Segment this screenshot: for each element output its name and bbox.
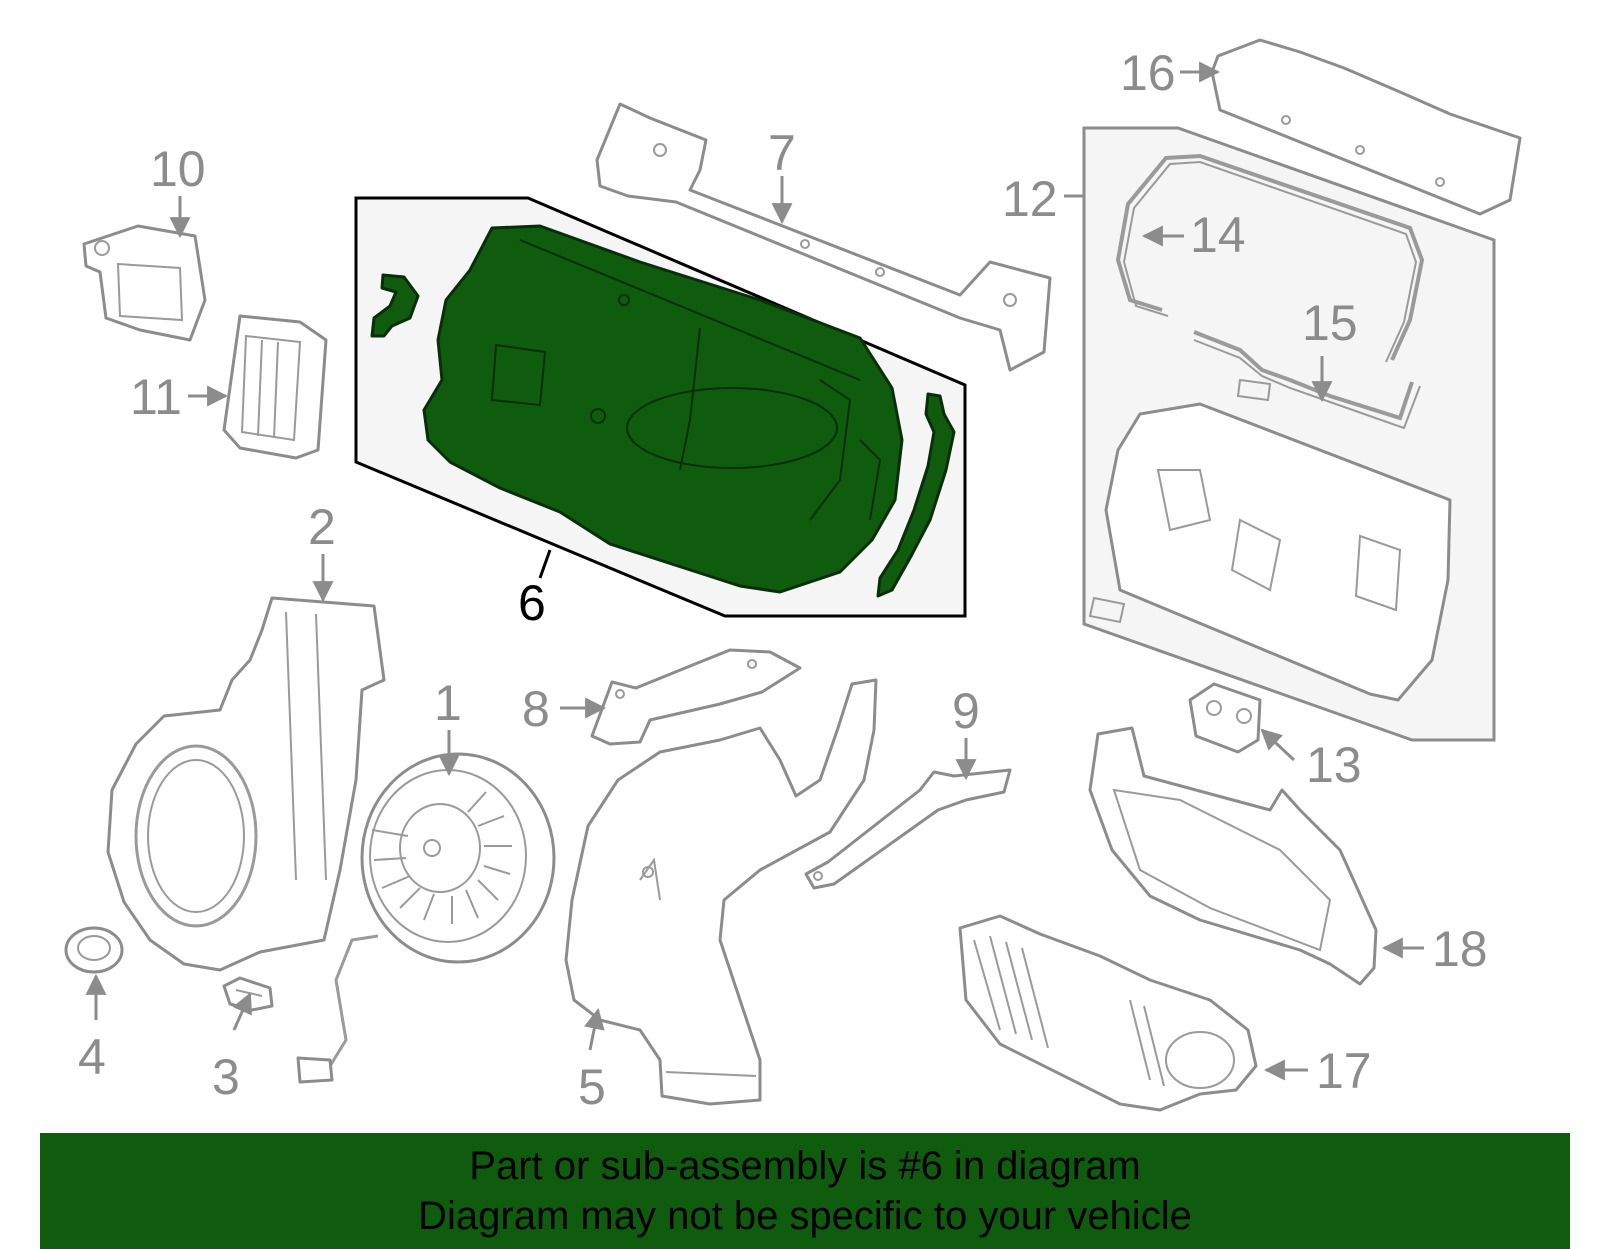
callout-10[interactable]: 10 xyxy=(150,141,206,197)
part-9-bracket[interactable] xyxy=(804,768,1012,890)
callout-8[interactable]: 8 xyxy=(522,681,550,737)
part-2-blower-housing[interactable] xyxy=(106,596,386,972)
callout-labels: 1 2 3 4 5 6 7 8 9 10 11 12 13 14 15 16 1… xyxy=(78,45,1488,1115)
part-11-filter[interactable] xyxy=(222,314,328,460)
part-6-seal-right[interactable] xyxy=(876,392,956,598)
part-6-housing[interactable] xyxy=(422,224,904,594)
callout-2[interactable]: 2 xyxy=(308,499,336,555)
callout-arrows xyxy=(85,61,1424,1081)
callout-4[interactable]: 4 xyxy=(78,1029,106,1085)
info-banner: Part or sub-assembly is #6 in diagram Di… xyxy=(40,1133,1570,1249)
part-3-screw[interactable] xyxy=(222,976,274,1012)
part-6-group[interactable] xyxy=(354,196,967,618)
part-15-seal[interactable] xyxy=(1193,330,1421,430)
callout-7[interactable]: 7 xyxy=(768,125,796,181)
callout-5[interactable]: 5 xyxy=(578,1059,606,1115)
callout-11[interactable]: 11 xyxy=(130,369,182,425)
part-4-grommet[interactable] xyxy=(64,926,124,974)
callout-14[interactable]: 14 xyxy=(1190,207,1246,263)
callout-16[interactable]: 16 xyxy=(1120,45,1176,101)
part-5-duct[interactable] xyxy=(564,678,878,1106)
callout-13[interactable]: 13 xyxy=(1306,737,1362,793)
callout-6[interactable]: 6 xyxy=(518,575,546,631)
callout-9[interactable]: 9 xyxy=(952,683,980,739)
part-18-case[interactable] xyxy=(1088,726,1378,986)
part-7-bracket[interactable] xyxy=(595,102,1052,372)
callout-15[interactable]: 15 xyxy=(1302,295,1358,351)
banner-line-2: Diagram may not be specific to your vehi… xyxy=(418,1194,1192,1238)
banner-line-1: Part or sub-assembly is #6 in diagram xyxy=(469,1144,1141,1188)
part-12-panel[interactable] xyxy=(1082,126,1496,742)
callout-18[interactable]: 18 xyxy=(1432,921,1488,977)
part-8-bracket[interactable] xyxy=(590,648,802,746)
callout-17[interactable]: 17 xyxy=(1316,1043,1372,1099)
part-13-mount[interactable] xyxy=(1188,682,1262,754)
part-14-seal[interactable] xyxy=(1115,153,1425,363)
part-6-details xyxy=(490,239,882,521)
part-10-module[interactable] xyxy=(82,224,207,342)
part-17-heater-core[interactable] xyxy=(958,914,1258,1112)
part-6-duct-left[interactable] xyxy=(370,273,420,338)
callout-3[interactable]: 3 xyxy=(212,1049,240,1105)
part-16-bracket[interactable] xyxy=(1210,38,1522,216)
part-1-blower-motor[interactable] xyxy=(296,752,556,1084)
callout-12[interactable]: 12 xyxy=(1002,171,1058,227)
callout-1[interactable]: 1 xyxy=(434,675,462,731)
